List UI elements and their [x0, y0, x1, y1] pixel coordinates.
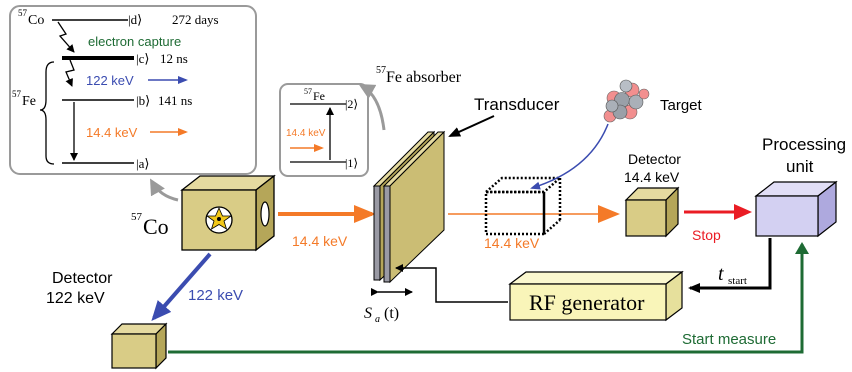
target-label: Target [660, 97, 703, 114]
beam-122-arrow [151, 252, 212, 322]
absorber-title-mass: 57 [376, 65, 386, 76]
gamma-144-label: 14.4 keV [86, 125, 138, 140]
processing-unit-line1: Processing [762, 135, 846, 154]
transducer-arrow [448, 115, 495, 137]
level-a-label: |a⟩ [136, 156, 149, 171]
capture-label: electron capture [88, 34, 181, 49]
absorber-state-upper: |2⟩ [345, 97, 358, 111]
absorber-gamma-label: 14.4 keV [286, 128, 326, 139]
radiation-star-icon [205, 206, 233, 234]
motion-label-sub: a [375, 314, 380, 325]
source-element-label: Co [143, 214, 169, 239]
absorber-title: Fe absorber [386, 69, 462, 86]
rf-generator-label: RF generator [529, 290, 645, 315]
source-mass-label: 57 [131, 211, 143, 223]
level-scheme-panel: 57 Co |d⟩ 272 days electron capture |c⟩ … [9, 5, 257, 175]
level-d-halflife: 272 days [172, 12, 219, 27]
target-to-position-arrow [530, 123, 609, 190]
daughter-element-label: Fe [22, 94, 36, 109]
decay-c-to-b-zigzag [65, 59, 75, 87]
tstart-sub: start [728, 275, 747, 287]
target-position-cube [482, 176, 564, 236]
absorber-plates [372, 130, 446, 284]
level-d-label: |d⟩ [128, 12, 142, 27]
detector-122-line1: Detector [52, 270, 113, 287]
absorber-to-scheme-arrow [358, 84, 386, 131]
start-measure-line [168, 242, 809, 354]
source-to-scheme-arrow [150, 178, 179, 202]
rf-to-transducer-line [395, 264, 508, 303]
absorber-state-lower: |1⟩ [345, 156, 358, 170]
parent-element-label: Co [28, 13, 44, 28]
detector-144-line2: 14.4 keV [624, 169, 680, 185]
detector-144-cube [624, 186, 680, 238]
rf-generator-box [508, 270, 684, 322]
fe-brace [39, 61, 55, 165]
beam-122-label: 122 keV [188, 287, 243, 304]
absorber-scheme-panel: 57 Fe |2⟩ 14.4 keV |1⟩ [279, 83, 369, 177]
parent-mass-label: 57 [18, 8, 28, 18]
level-b-halflife: 141 ns [158, 93, 192, 108]
motion-label-arg: (t) [384, 305, 399, 322]
beam-label-1: 14.4 keV [292, 233, 348, 249]
absorber-scheme-element: Fe [313, 89, 325, 103]
absorber-scheme-frame [279, 83, 369, 177]
absorber-scheme-mass: 57 [304, 87, 312, 96]
tstart-t: t [718, 263, 724, 285]
processing-unit-box [754, 180, 838, 238]
tstart-line [688, 238, 772, 293]
level-c-halflife: 12 ns [160, 51, 188, 66]
detector-122-line2: 122 keV [46, 290, 105, 307]
source-cube [180, 174, 276, 252]
daughter-mass-label: 57 [12, 89, 22, 99]
stop-label: Stop [692, 227, 721, 243]
level-scheme-frame [9, 5, 257, 175]
target-molecule-icon [603, 79, 650, 123]
beam-label-2: 14.4 keV [484, 235, 540, 251]
motion-label-s: S [364, 305, 372, 322]
detector-122-cube [110, 322, 168, 370]
detector-144-line1: Detector [628, 151, 681, 167]
processing-unit-line2: unit [786, 157, 814, 176]
start-measure-label: Start measure [682, 331, 776, 348]
transducer-label: Transducer [474, 95, 560, 114]
source-exit-window [260, 201, 270, 227]
level-c-label: |c⟩ [136, 51, 149, 66]
gamma-122-label: 122 keV [86, 73, 134, 88]
level-b-label: |b⟩ [136, 93, 150, 108]
capture-zigzag-arrow [57, 21, 75, 53]
